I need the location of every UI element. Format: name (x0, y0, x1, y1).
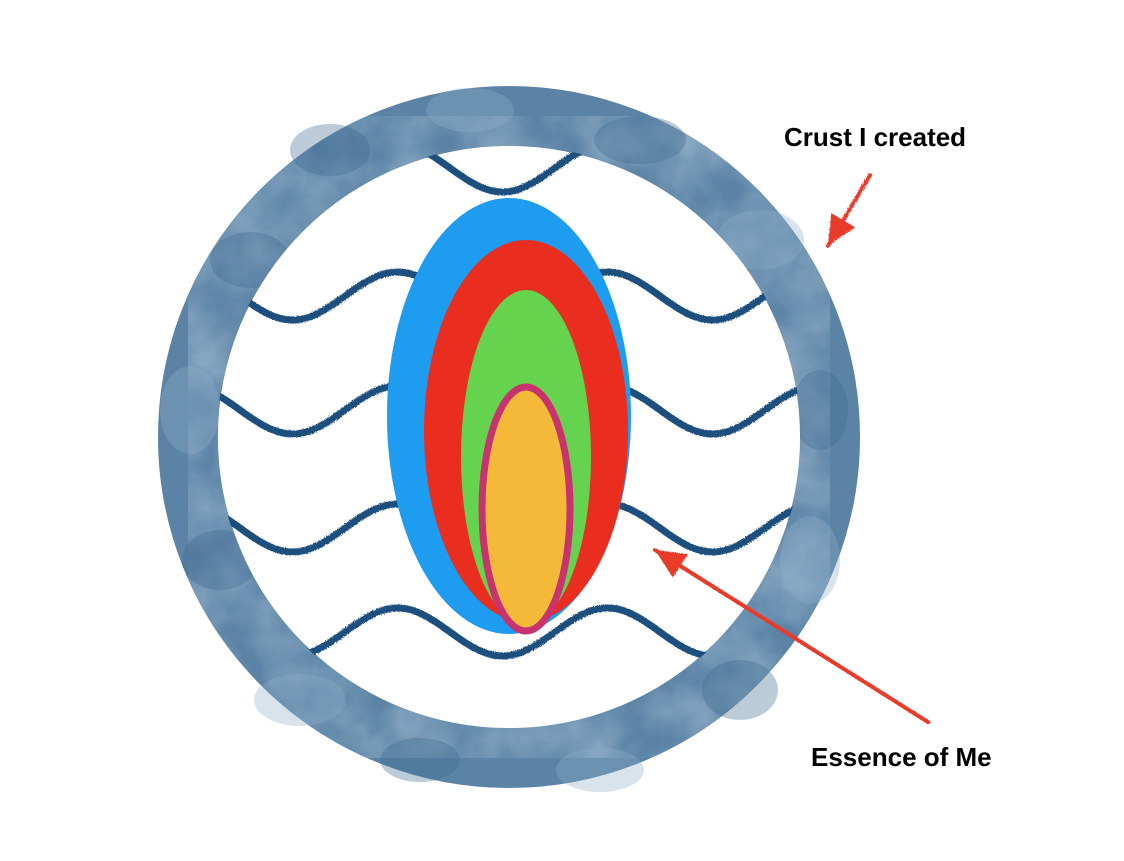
crust-stone (594, 116, 686, 164)
crust-stone (792, 370, 848, 450)
essence-label: Essence of Me (811, 742, 992, 772)
crust-stone (556, 748, 644, 792)
crust-stone (290, 124, 370, 176)
crust-stone (426, 88, 514, 132)
crust-stone (702, 660, 778, 720)
crust-stone (380, 738, 460, 782)
crust-stone (160, 366, 220, 454)
arrow-shaft (653, 548, 930, 724)
arrow-head (655, 550, 688, 578)
crust-stone (780, 516, 840, 604)
core-ellipse (478, 383, 574, 635)
wave-line (296, 604, 764, 660)
crust-stone (716, 210, 804, 270)
crust-ring-texture (158, 86, 860, 788)
arrow-down-left-icon (826, 173, 872, 248)
crust-stone (254, 674, 346, 726)
crust-label: Crust I created (784, 122, 967, 152)
arrow-up-left-icon (653, 548, 930, 724)
arrow-head (828, 213, 856, 246)
